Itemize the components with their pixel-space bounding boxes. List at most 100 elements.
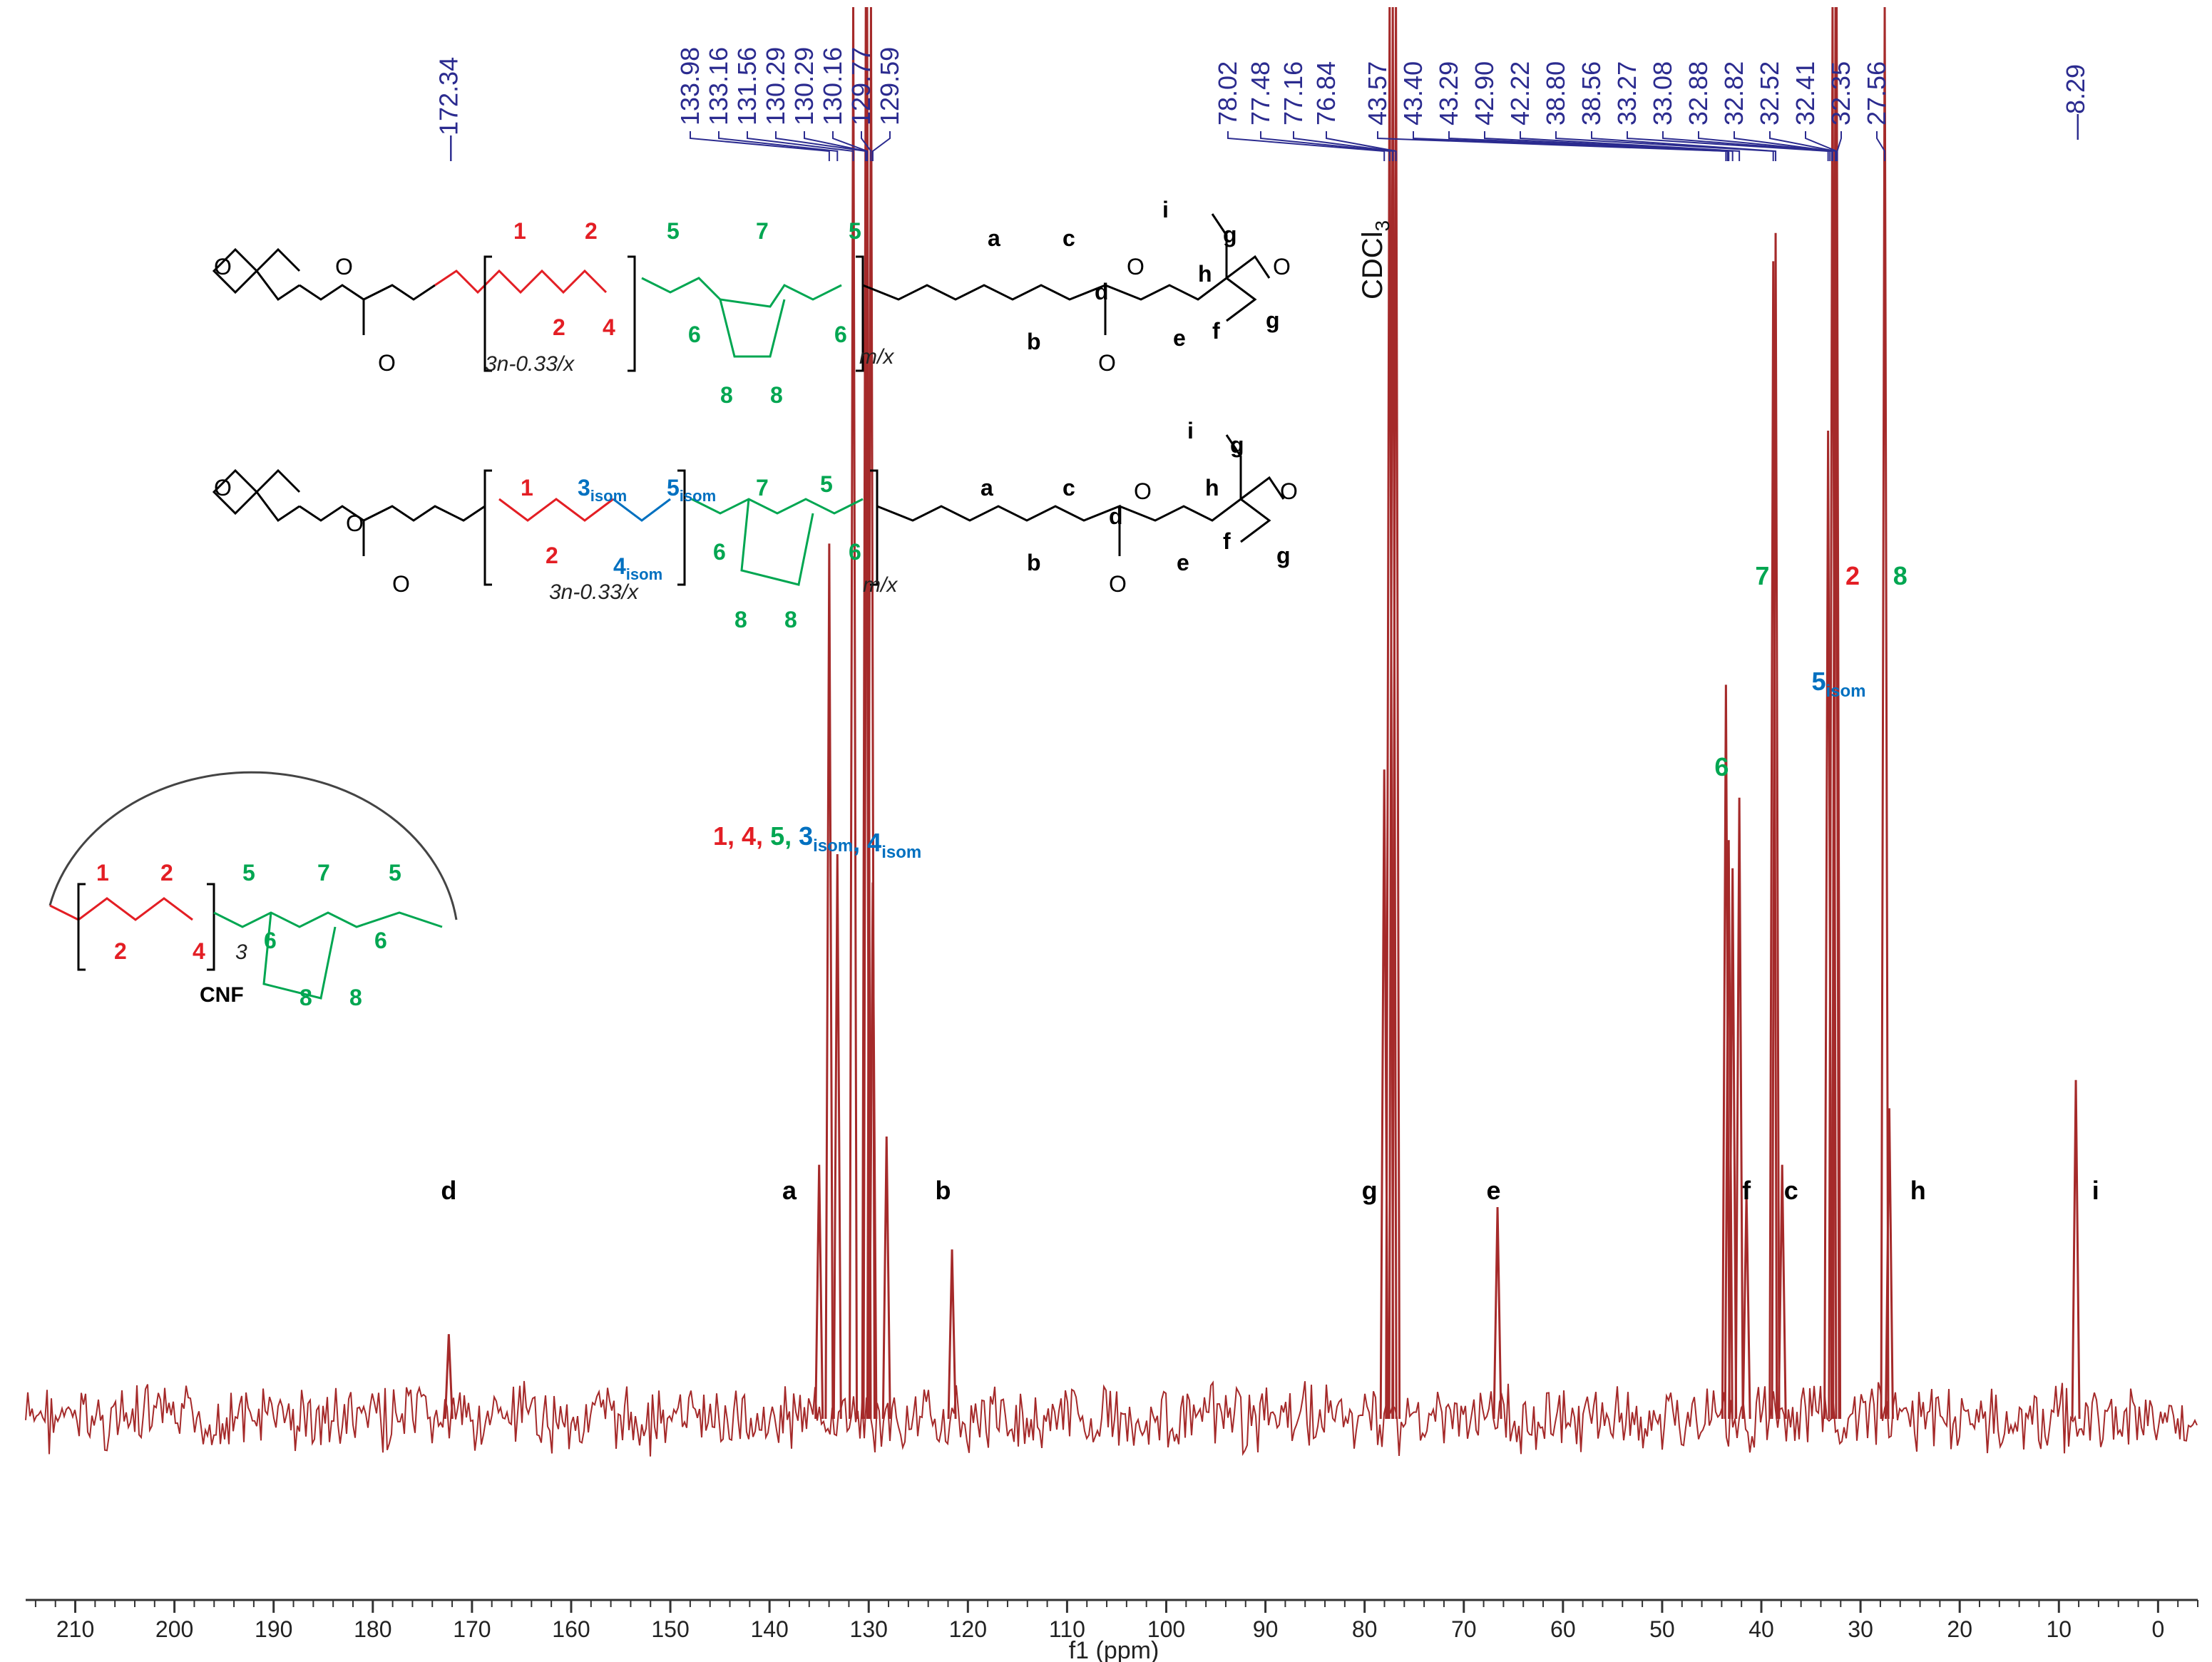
x-axis-label: f1 (ppm) — [1069, 1637, 1159, 1662]
peak-label-connector — [1293, 131, 1394, 161]
x-tick-label: 60 — [1550, 1616, 1576, 1642]
s1-label: 1 — [513, 218, 526, 244]
s1-label: 2 — [585, 218, 598, 244]
spectrum-layer — [25, 6, 2198, 1457]
s2-label: g — [1230, 432, 1244, 458]
structure-1-atom-o: O — [214, 254, 232, 279]
s2-repeat-inner: 3n-0.33/x — [549, 580, 639, 604]
x-tick-label: 160 — [552, 1616, 590, 1642]
peak-label-connector — [861, 131, 872, 161]
spectrum-peak — [1771, 232, 1781, 1420]
x-tick-label: 130 — [850, 1616, 888, 1642]
peak-value-label: 130.16 — [818, 47, 847, 125]
spectrum-peak — [814, 1164, 824, 1420]
peak-value-label: 32.82 — [1719, 61, 1748, 125]
s2-label: 8 — [734, 607, 747, 632]
spectrum-peak — [1768, 261, 1778, 1420]
peak-label-connector — [1662, 131, 1831, 161]
spectrum-peak — [868, 882, 878, 1420]
peak-value-label: 32.41 — [1791, 61, 1820, 125]
spectrum-peak — [947, 1249, 957, 1420]
assignment-label: i — [2092, 1176, 2099, 1205]
peak-value-label: 77.48 — [1246, 61, 1275, 125]
peak-label-connector — [832, 131, 869, 161]
peak-value-label: 27.56 — [1862, 61, 1891, 125]
structure-2-atom-o: O — [1280, 478, 1298, 504]
peak-label-connector — [747, 131, 854, 161]
s2-label: c — [1063, 475, 1075, 501]
spectrum-peak — [1880, 6, 1890, 1420]
assignment-label: b — [936, 1176, 951, 1205]
x-tick-label: 50 — [1649, 1616, 1675, 1642]
assignment-label: g — [1362, 1176, 1378, 1205]
x-tick-label: 0 — [2151, 1616, 2164, 1642]
peak-label-connector — [1326, 131, 1397, 161]
s2-repeat-outer: m/x — [863, 573, 898, 597]
peak-label-connector — [1769, 131, 1837, 161]
peak-label-connector — [1734, 131, 1833, 161]
peak-value-label: 77.16 — [1279, 61, 1308, 125]
peak-value-label: 133.98 — [675, 47, 705, 125]
peak-value-label: 32.52 — [1755, 61, 1784, 125]
assignment-label: d — [441, 1176, 456, 1205]
s1-label: 2 — [553, 314, 565, 340]
cnf-label: 5 — [389, 860, 401, 886]
x-tick-label: 210 — [56, 1616, 94, 1642]
x-tick-label: 190 — [255, 1616, 292, 1642]
peak-value-label: 130.29 — [761, 47, 790, 125]
structure-1-atom-o: O — [1273, 254, 1291, 279]
s2-label-5isom: 5isom — [667, 475, 716, 505]
s1-label: h — [1198, 261, 1212, 287]
peak-value-label: 43.29 — [1434, 61, 1463, 125]
s2-label: 5 — [820, 471, 833, 497]
spectrum-peak — [1385, 6, 1395, 1420]
peak-value-label: 130.29 — [789, 47, 819, 125]
peak-label-connector — [1520, 131, 1741, 161]
peak-label-connector — [1555, 131, 1774, 161]
peak-value-label: 129.59 — [875, 47, 904, 125]
structure-2-atom-o: O — [392, 571, 410, 597]
spectrum-peak — [1832, 6, 1842, 1420]
peak-value-label: 43.57 — [1363, 61, 1392, 125]
x-tick-label: 100 — [1147, 1616, 1185, 1642]
cnf-label: 1 — [96, 860, 109, 886]
s1-label: 7 — [756, 218, 769, 244]
x-tick-label: 200 — [155, 1616, 193, 1642]
peak-label-connector — [1377, 131, 1727, 161]
structure-1: O O O O O O — [212, 213, 1291, 376]
peak-value-label: —8.29 — [2061, 64, 2090, 140]
peak-value-label: 42.90 — [1470, 61, 1499, 125]
structure-1-atom-o: O — [1127, 254, 1145, 279]
spectrum-peak — [1884, 1108, 1894, 1420]
s1-label: 5 — [849, 218, 861, 244]
structure-1-atom-o: O — [1098, 350, 1116, 376]
peak-value-label: 42.22 — [1505, 61, 1535, 125]
peak-label-connector — [804, 131, 867, 161]
s2-label: 8 — [784, 607, 797, 632]
carbon-label: 8 — [1893, 561, 1908, 590]
s1-label: a — [988, 225, 1000, 251]
structure-2-atom-o: O — [214, 475, 232, 501]
noise-baseline — [25, 1380, 2198, 1457]
spectrum-peak — [1492, 1206, 1502, 1420]
spectrum-peak — [849, 6, 859, 1420]
s1-label: b — [1027, 329, 1041, 354]
structure-cnf-labels: 1 2 2 4 5 7 5 6 6 8 8 3 CNF — [96, 860, 401, 1010]
s1-label: 8 — [770, 382, 783, 408]
x-tick-label: 80 — [1352, 1616, 1378, 1642]
s1-label: f — [1212, 318, 1220, 344]
s2-label: i — [1187, 418, 1194, 443]
cnf-label: 2 — [114, 938, 127, 964]
s2-label: e — [1177, 550, 1189, 575]
peak-label-connector — [1484, 131, 1734, 161]
s2-label: 2 — [546, 543, 558, 568]
olefin-assignment: 1, 4, 5, 3isom, 4isom — [713, 821, 921, 862]
assignment-label: c — [1784, 1176, 1798, 1205]
s2-label: 1 — [521, 475, 533, 501]
x-tick-label: 120 — [949, 1616, 987, 1642]
spectrum-peak — [444, 1334, 454, 1420]
spectrum-peak — [2071, 1079, 2081, 1420]
spectrum-peak — [881, 1136, 891, 1420]
